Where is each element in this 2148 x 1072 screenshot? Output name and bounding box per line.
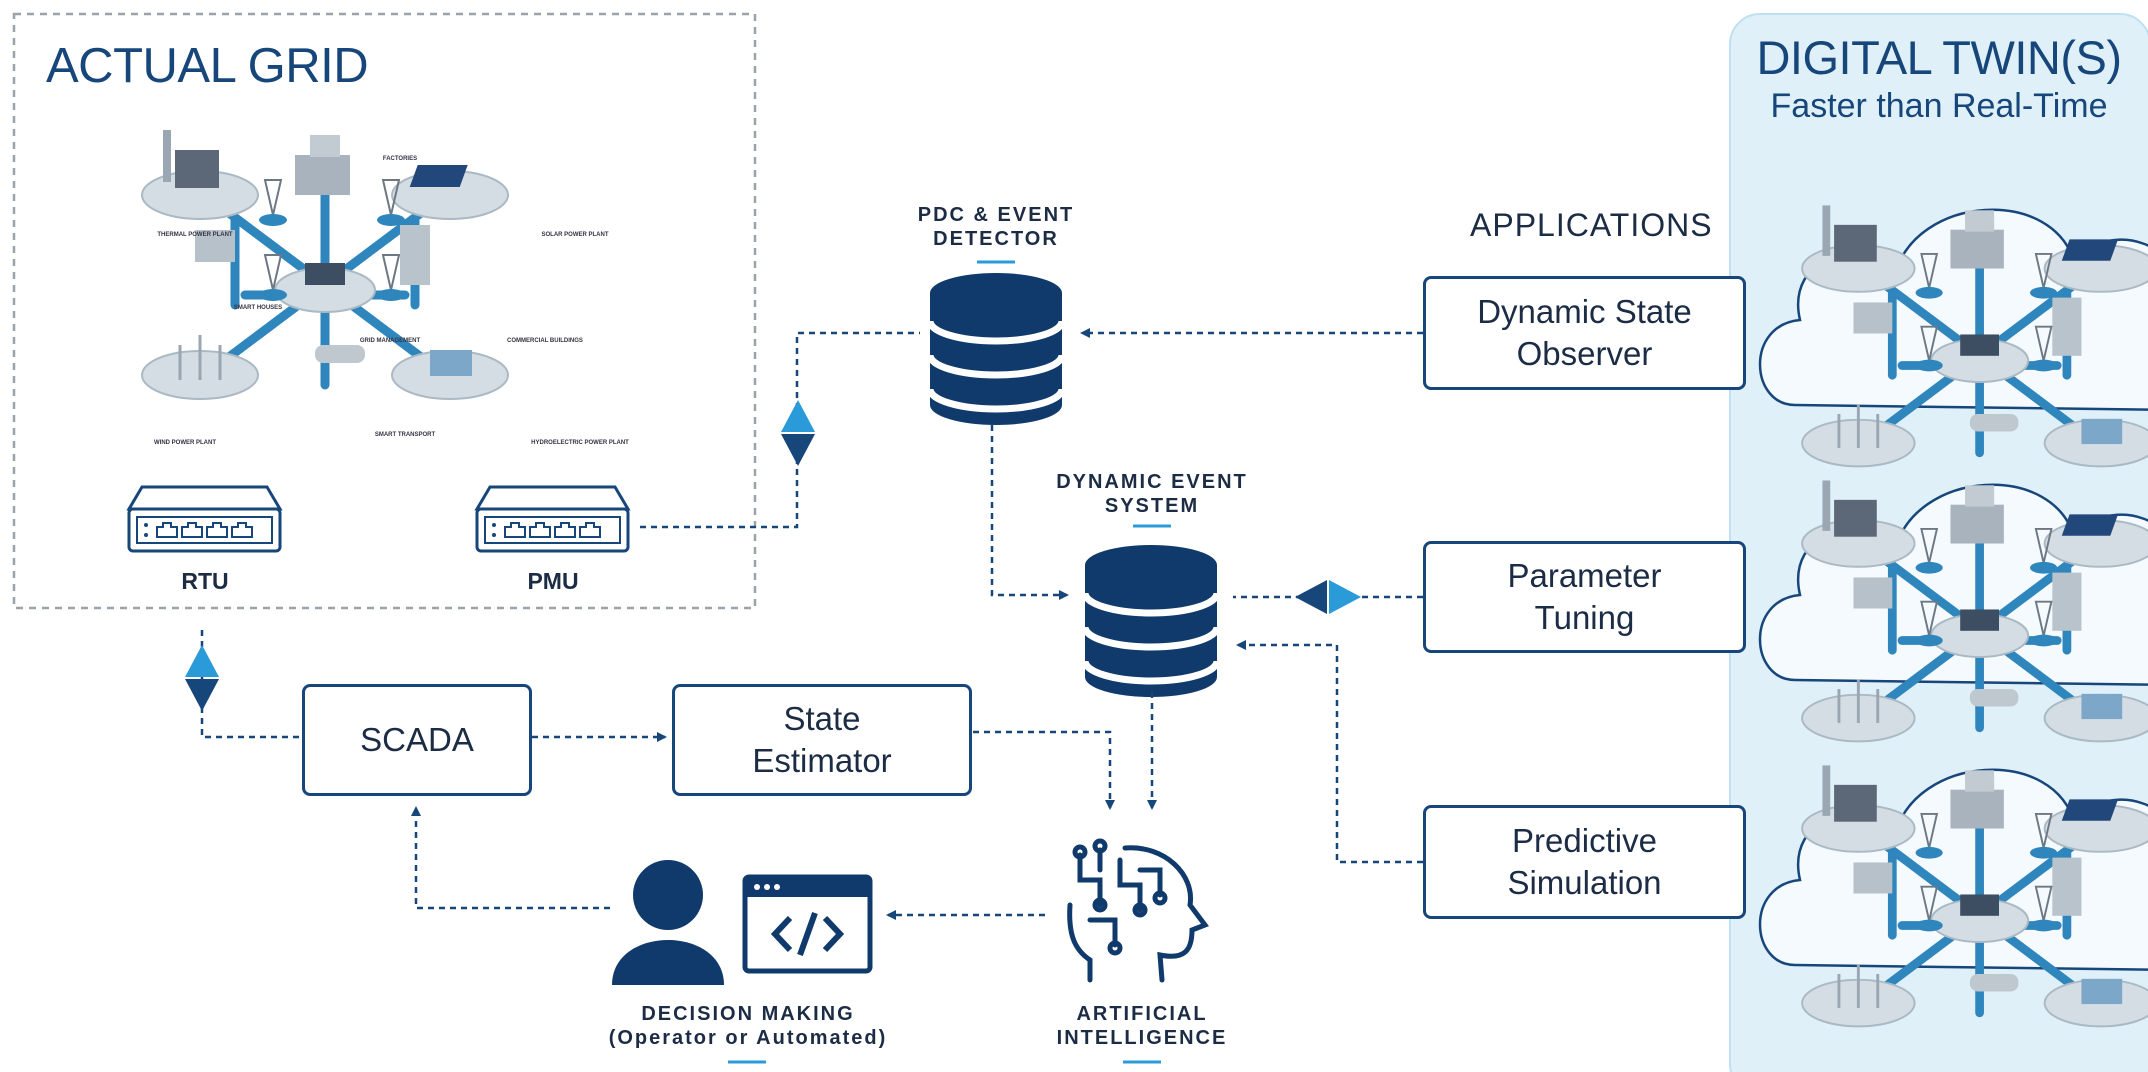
- city-label: HYDROELECTRIC POWER PLANT: [531, 440, 629, 446]
- dynamic-state-observer-box[interactable]: Dynamic State Observer: [1423, 276, 1746, 390]
- rtu-label: RTU: [181, 568, 229, 594]
- pdc-caption: PDC & EVENT DETECTOR: [917, 204, 1075, 250]
- ai-head-icon: [1067, 838, 1209, 983]
- city-label: WIND POWER PLANT: [154, 440, 216, 446]
- city-label: SOLAR POWER PLANT: [541, 232, 609, 238]
- city-label: THERMAL POWER PLANT: [157, 232, 233, 238]
- grid-city-illustration: [142, 130, 508, 399]
- city-label: COMMERCIAL BUILDINGS: [507, 338, 583, 344]
- pmu-label: PMU: [527, 568, 579, 594]
- state-estimator-box[interactable]: State Estimator: [672, 684, 972, 796]
- scada-box[interactable]: SCADA: [302, 684, 532, 796]
- city-label: SMART HOUSES: [233, 305, 283, 311]
- applications-heading: APPLICATIONS: [1470, 207, 1713, 243]
- connector-lines: [200, 328, 1423, 920]
- city-label: FACTORIES: [382, 156, 418, 162]
- router-icon: [475, 485, 630, 553]
- actual-grid-frame: [12, 12, 757, 610]
- actual-grid-title: ACTUAL GRID: [46, 39, 369, 93]
- router-icon: [127, 485, 282, 553]
- city-label: GRID MANAGEMENT: [359, 338, 421, 344]
- bidirectional-indicator: [781, 400, 815, 466]
- predictive-simulation-box[interactable]: Predictive Simulation: [1423, 805, 1746, 919]
- dynamic-event-system-caption: DYNAMIC EVENT SYSTEM: [1056, 471, 1248, 517]
- bidirectional-indicator: [185, 645, 219, 711]
- digital-twin-title: DIGITAL TWIN(S): [1756, 31, 2122, 84]
- digital-twin-subtitle: Faster than Real-Time: [1770, 87, 2108, 125]
- code-window-icon: [742, 874, 873, 974]
- parameter-tuning-box[interactable]: Parameter Tuning: [1423, 541, 1746, 653]
- bidirectional-indicator: [1295, 580, 1361, 614]
- artificial-intelligence-caption: ARTIFICIAL INTELLIGENCE: [1056, 1003, 1228, 1049]
- database-icon: [930, 273, 1062, 425]
- database-icon: [1085, 545, 1217, 697]
- city-label: SMART TRANSPORT: [374, 432, 436, 438]
- person-icon: [612, 860, 724, 985]
- decision-making-caption: DECISION MAKING (Operator or Automated): [608, 1003, 888, 1049]
